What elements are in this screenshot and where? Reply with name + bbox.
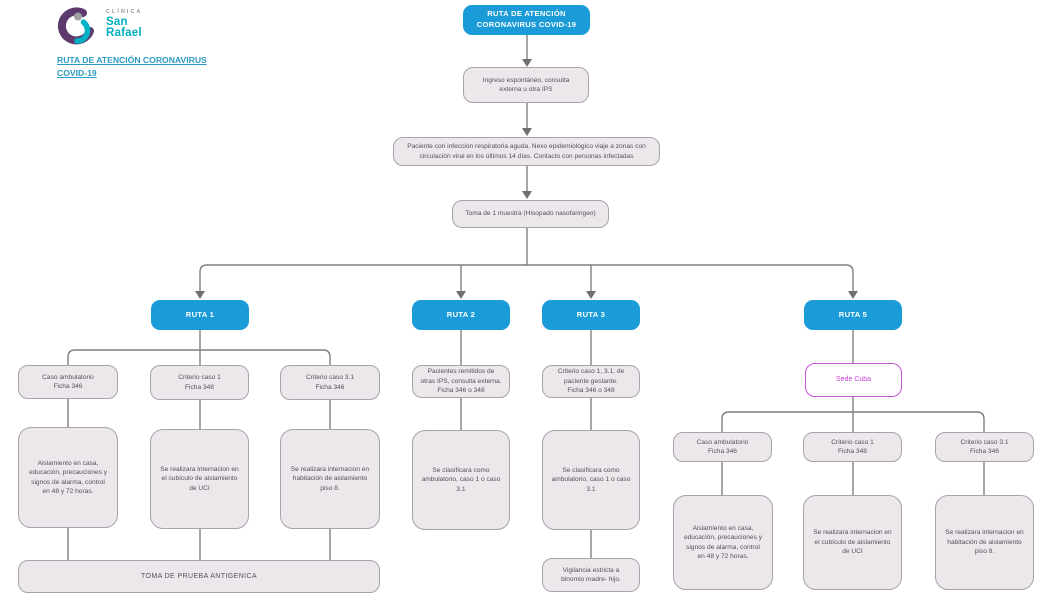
node-root: RUTA DE ATENCIÓN CORONAVIRUS COVID-19: [463, 5, 590, 35]
node-toma-muestra: Toma de 1 muestra (Hisopado nasofaringeo…: [452, 200, 609, 228]
node-ruta2-clasificacion: Se clasificara como ambulatorio, caso 1 …: [412, 430, 510, 530]
clinic-logo-text: CLÍNICA San Rafael: [106, 9, 143, 40]
node-ruta5-detail-piso8: Se realizara internacion en habitación d…: [935, 495, 1034, 590]
clinic-logo-icon: [57, 7, 94, 45]
clinic-name-line1: San: [106, 16, 128, 29]
node-ruta3-criterio-gestante: Criterio caso 1, 3.1, de paciente gestan…: [542, 365, 640, 398]
node-ruta5-detail-uci: Se realizara internacion en el cubículo …: [803, 495, 902, 590]
node-ruta3-clasificacion: Se clasificara como ambulatorio, caso 1 …: [542, 430, 640, 530]
node-ruta1-detail-uci: Se realizara internacion en el cubículo …: [150, 429, 249, 529]
node-ruta2: RUTA 2: [412, 300, 510, 330]
node-ingreso: Ingreso espontáneo, consulta externa u o…: [463, 67, 589, 103]
clinic-logo: CLÍNICA San Rafael: [56, 7, 142, 47]
node-ruta5-criterio-caso-3-1: Criterio caso 3.1 Ficha 346: [935, 432, 1034, 462]
clinic-name-line2: Rafael: [106, 27, 142, 40]
node-ruta1-criterio-caso-1: Criterio caso 1 Ficha 348: [150, 365, 249, 400]
node-ruta1-criterio-caso-3-1: Criterio caso 3.1 Ficha 346: [280, 365, 380, 400]
node-ruta1: RUTA 1: [151, 300, 249, 330]
node-ruta5-criterio-caso-1: Criterio caso 1 Ficha 348: [803, 432, 902, 462]
document-title-link[interactable]: RUTA DE ATENCIÓN CORONAVIRUS COVID-19: [57, 55, 207, 79]
node-ruta5-detail-aislamiento: Aislamiento en casa, educación, precauci…: [673, 495, 773, 590]
node-ruta3: RUTA 3: [542, 300, 640, 330]
node-ruta1-caso-ambulatorio: Caso ambulatorio Ficha 346: [18, 365, 118, 399]
arrowheads: [195, 59, 858, 299]
node-ruta5: RUTA 5: [804, 300, 902, 330]
node-paciente: Paciente con infección respiratoria agud…: [393, 137, 660, 166]
clinic-label: CLÍNICA: [106, 9, 143, 15]
node-ruta5-caso-ambulatorio: Caso ambulatorio Ficha 346: [673, 432, 772, 462]
node-toma-prueba-antigenica: TOMA DE PRUEBA ANTIGENICA: [18, 560, 380, 593]
node-ruta1-detail-aislamiento: Aislamiento en casa, educación, precauci…: [18, 427, 118, 528]
node-ruta3-vigilancia: Vigilancia estricta a binomio madre- hij…: [542, 558, 640, 592]
node-ruta2-pacientes-remitidos: Pacientes remitidos de otras IPS, consul…: [412, 365, 510, 398]
node-ruta1-detail-piso8: Se realizara internacion en habitación d…: [280, 429, 380, 529]
node-sede-cuba: Sede Cuba: [805, 363, 902, 397]
